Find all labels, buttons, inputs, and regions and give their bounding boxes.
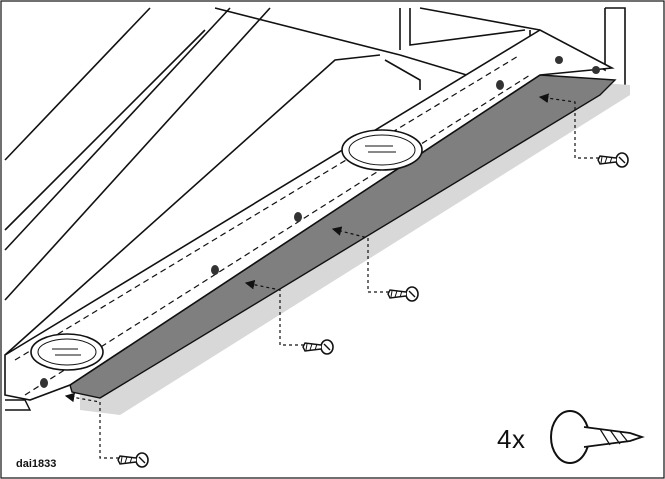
- wall-plug-icon: [550, 410, 645, 464]
- lamp-icon: [341, 129, 423, 171]
- figure-code: dai1833: [16, 458, 57, 470]
- mounting-holes: [40, 56, 600, 388]
- strip-shadow: [80, 80, 630, 415]
- dashed-guides: [14, 54, 531, 396]
- cabinet-foot: [5, 399, 32, 411]
- lamp-icon: [30, 333, 104, 371]
- quantity-label: 4x: [497, 424, 526, 454]
- arrow-icon: [64, 93, 605, 459]
